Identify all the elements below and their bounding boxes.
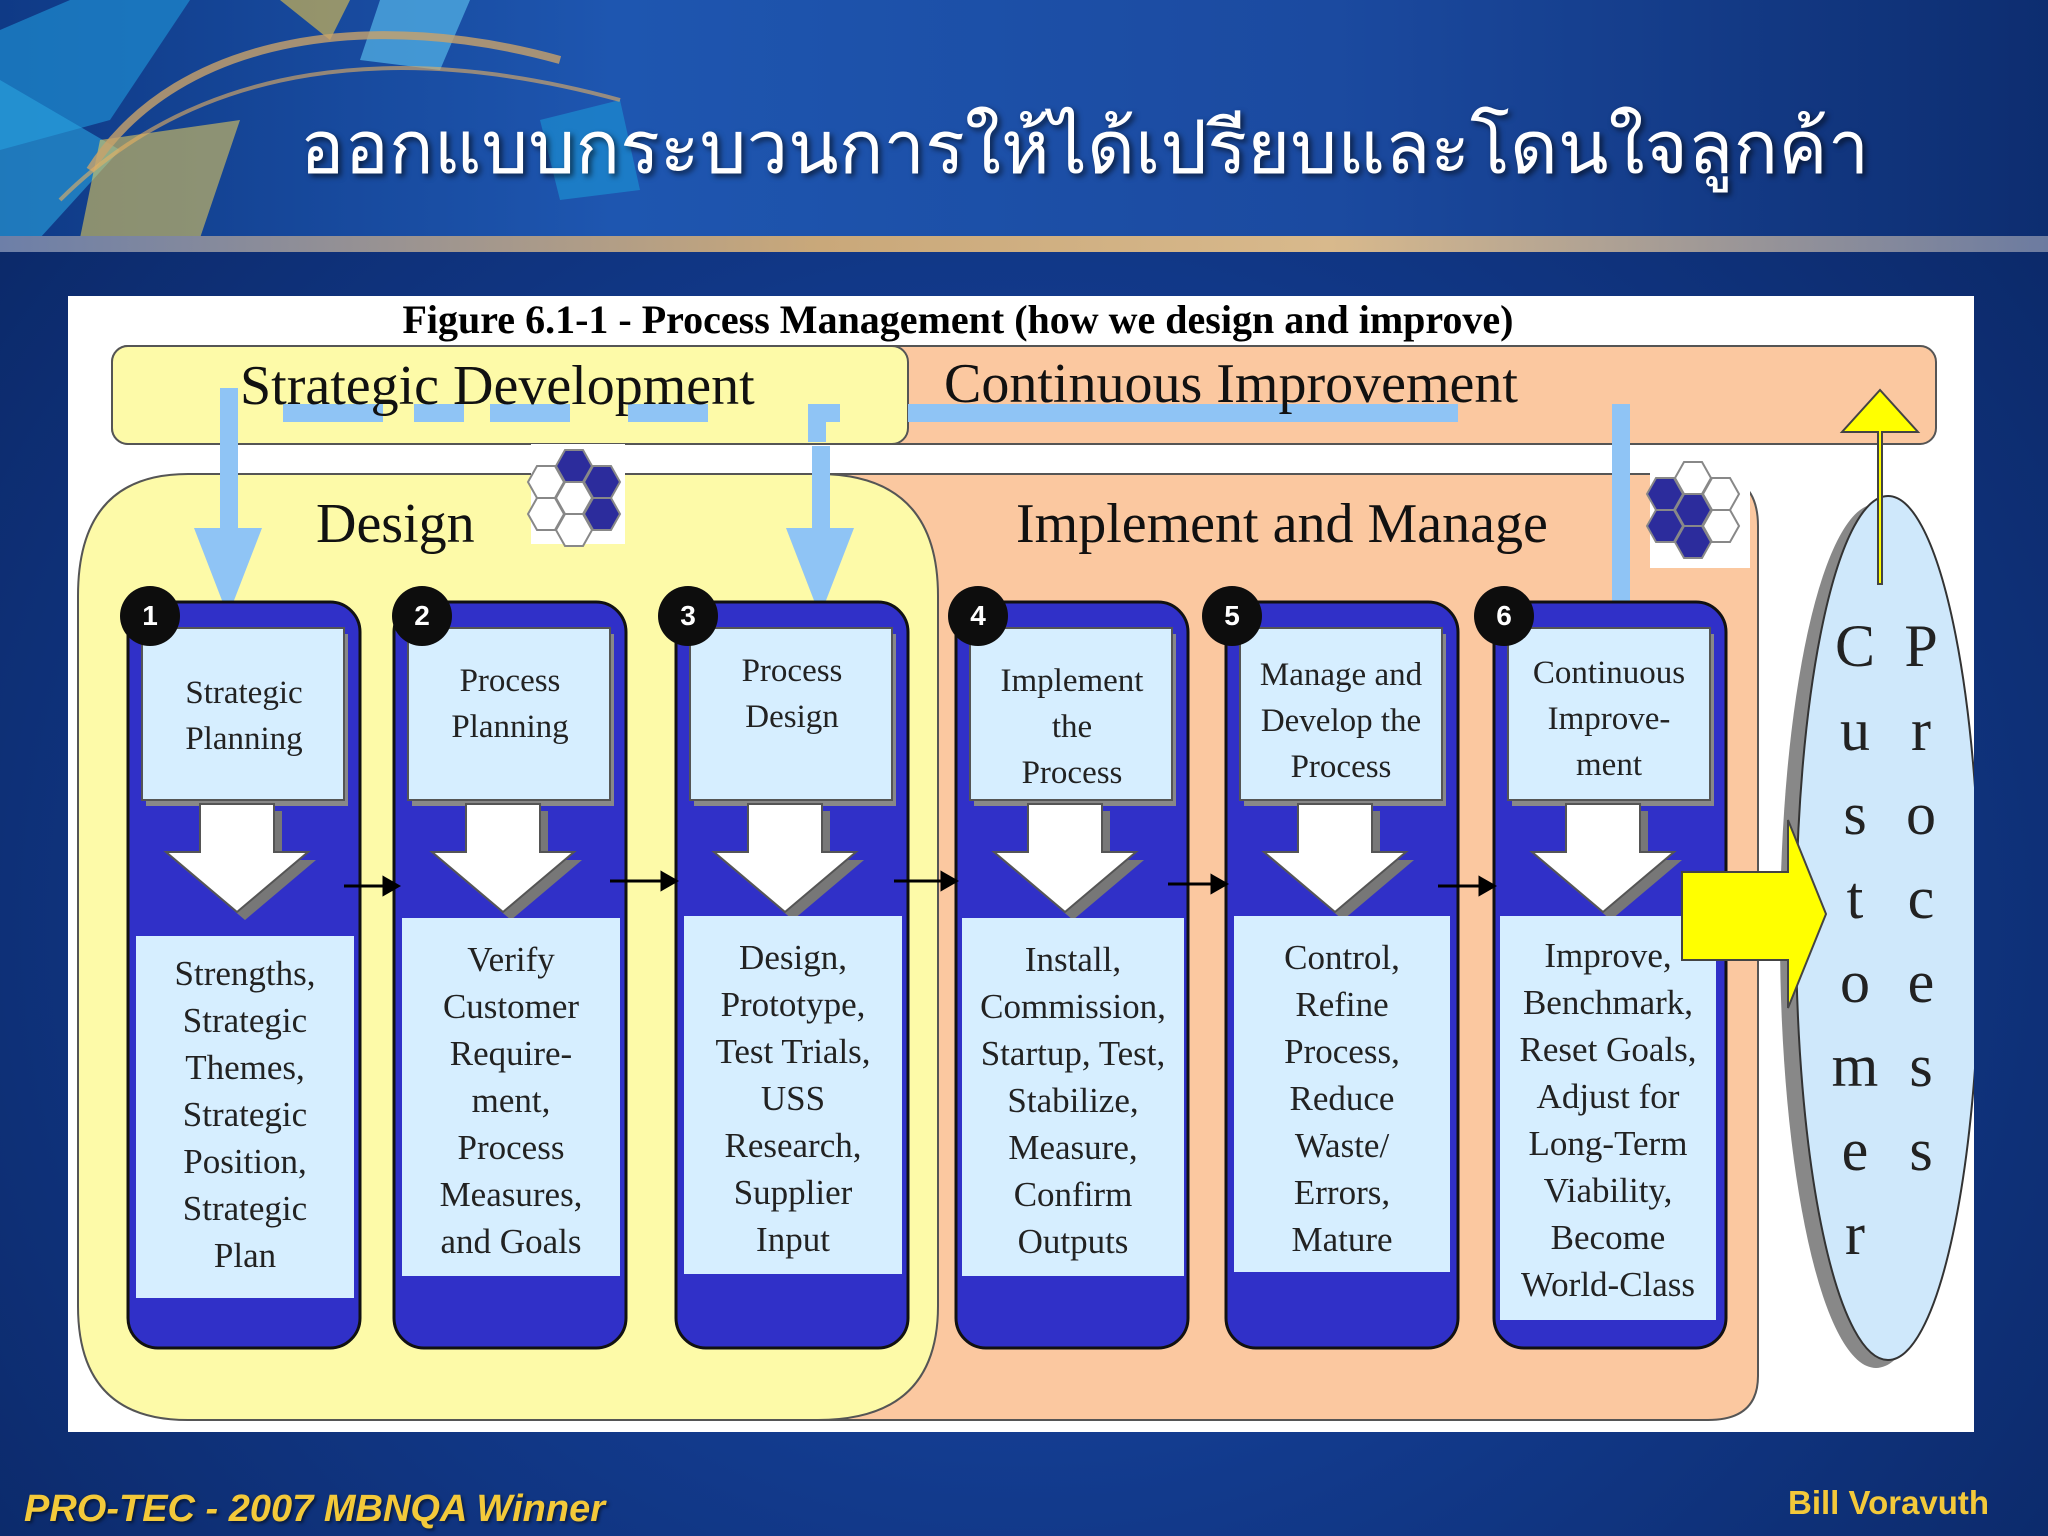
process-letter: e <box>1907 949 1935 1015</box>
connector-arrowhead-1 <box>194 528 262 616</box>
feedback-connectors <box>194 388 1630 644</box>
customer-letter: m <box>1831 1033 1879 1099</box>
process-letter: c <box>1907 865 1935 931</box>
header-divider <box>0 236 2048 252</box>
step-number: 4 <box>948 586 1008 646</box>
yellow-right-arrow <box>1681 819 1828 1009</box>
step-body: Improve, Benchmark, Reset Goals, Adjust … <box>1519 936 1697 1304</box>
yellow-up-arrow <box>1839 388 1921 585</box>
figure-graphics <box>77 345 1974 1421</box>
footer-credit: PRO-TEC - 2007 MBNQA Winner <box>24 1488 605 1530</box>
customer-letter: t <box>1846 865 1864 931</box>
connector-arrowhead-3 <box>786 528 854 616</box>
figure-caption: Figure 6.1-1 - Process Management (how w… <box>402 297 1514 342</box>
step-body: Strengths, Strategic Themes, Strategic P… <box>174 954 316 1275</box>
step-column <box>954 600 1190 1350</box>
process-letter: o <box>1906 781 1936 847</box>
step-number: 2 <box>392 586 452 646</box>
process-management-figure: Figure 6.1-1 - Process Management (how w… <box>68 296 1974 1432</box>
customer-letter: e <box>1841 1117 1869 1183</box>
customer-letter: r <box>1845 1201 1865 1267</box>
step-column <box>392 600 628 1350</box>
step-body: Control, Refine Process, Reduce Waste/ E… <box>1284 938 1400 1259</box>
step-body: Design, Prototype, Test Trials, USS Rese… <box>715 938 871 1259</box>
customer-letter: u <box>1840 697 1870 763</box>
step-number: 6 <box>1474 586 1534 646</box>
step-title: Manage and Develop the Process <box>1259 657 1423 785</box>
step-title: Continuous Improve- ment <box>1532 655 1686 783</box>
customer-letter: C <box>1834 613 1876 679</box>
process-letter: r <box>1911 697 1931 763</box>
step-number: 5 <box>1202 586 1262 646</box>
step-column <box>1224 600 1460 1350</box>
continuous-improvement-label: Continuous Improvement <box>944 353 1518 415</box>
hexagon-cluster-icon <box>1645 456 1750 568</box>
flow-arrows <box>344 870 1498 897</box>
customer-letter: s <box>1843 781 1867 847</box>
step-column <box>1492 600 1728 1350</box>
customer-letter: o <box>1840 949 1870 1015</box>
step-number: 1 <box>120 586 180 646</box>
step-title: Strategic Planning <box>185 675 303 757</box>
implement-and-manage-label: Implement and Manage <box>1016 493 1548 555</box>
strategic-development-label: Strategic Development <box>240 355 755 417</box>
process-letter: P <box>1904 613 1938 679</box>
step-body: Install, Commission, Startup, Test, Stab… <box>980 940 1166 1261</box>
process-letter: s <box>1909 1117 1933 1183</box>
process-letter: s <box>1909 1033 1933 1099</box>
slide-title: ออกแบบกระบวนการให้ได้เปรียบและโดนใจลูกค้… <box>300 105 1870 191</box>
design-label: Design <box>316 493 475 555</box>
step-column <box>674 600 910 1350</box>
step-title: Implement the Process <box>1000 663 1144 791</box>
step-column <box>126 600 362 1350</box>
step-title: Process Planning <box>451 663 569 745</box>
hexagon-cluster-icon <box>526 444 625 547</box>
header-decoration <box>0 0 640 238</box>
step-body: Verify Customer Require- ment, Process M… <box>439 940 583 1261</box>
customer-process-ellipse <box>1795 495 1974 1361</box>
footer-author: Bill Voravuth <box>1788 1484 1990 1521</box>
slide-header: ออกแบบกระบวนการให้ได้เปรียบและโดนใจลูกค้… <box>0 0 2048 238</box>
step-number: 3 <box>658 586 718 646</box>
step-title: Process Design <box>741 653 843 735</box>
